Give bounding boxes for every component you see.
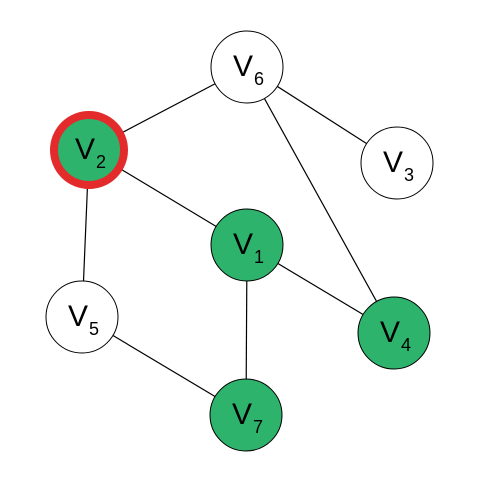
node-circle — [210, 208, 284, 282]
node-label-subscript: 1 — [254, 247, 264, 267]
node-v4: V4 — [357, 296, 431, 370]
node-label-subscript: 5 — [89, 319, 99, 339]
node-v5: V5 — [45, 280, 119, 354]
node-v2: V2 — [50, 111, 128, 189]
node-circle — [357, 296, 431, 370]
node-v7: V7 — [209, 378, 283, 452]
node-highlight-ring — [50, 111, 128, 189]
node-circle — [360, 126, 434, 200]
node-v6: V6 — [210, 30, 284, 104]
node-label-subscript: 6 — [254, 69, 264, 89]
node-label-subscript: 3 — [404, 165, 414, 185]
node-circle — [209, 378, 283, 452]
node-label: V5 — [68, 300, 99, 339]
node-v1: V1 — [210, 208, 284, 282]
node-label-subscript: 2 — [96, 152, 106, 172]
node-v3: V3 — [360, 126, 434, 200]
edge-v6-v4 — [246, 66, 395, 334]
node-circle — [45, 280, 119, 354]
node-label-subscript: 7 — [253, 417, 263, 437]
node-circle — [210, 30, 284, 104]
node-label-subscript: 4 — [401, 335, 411, 355]
